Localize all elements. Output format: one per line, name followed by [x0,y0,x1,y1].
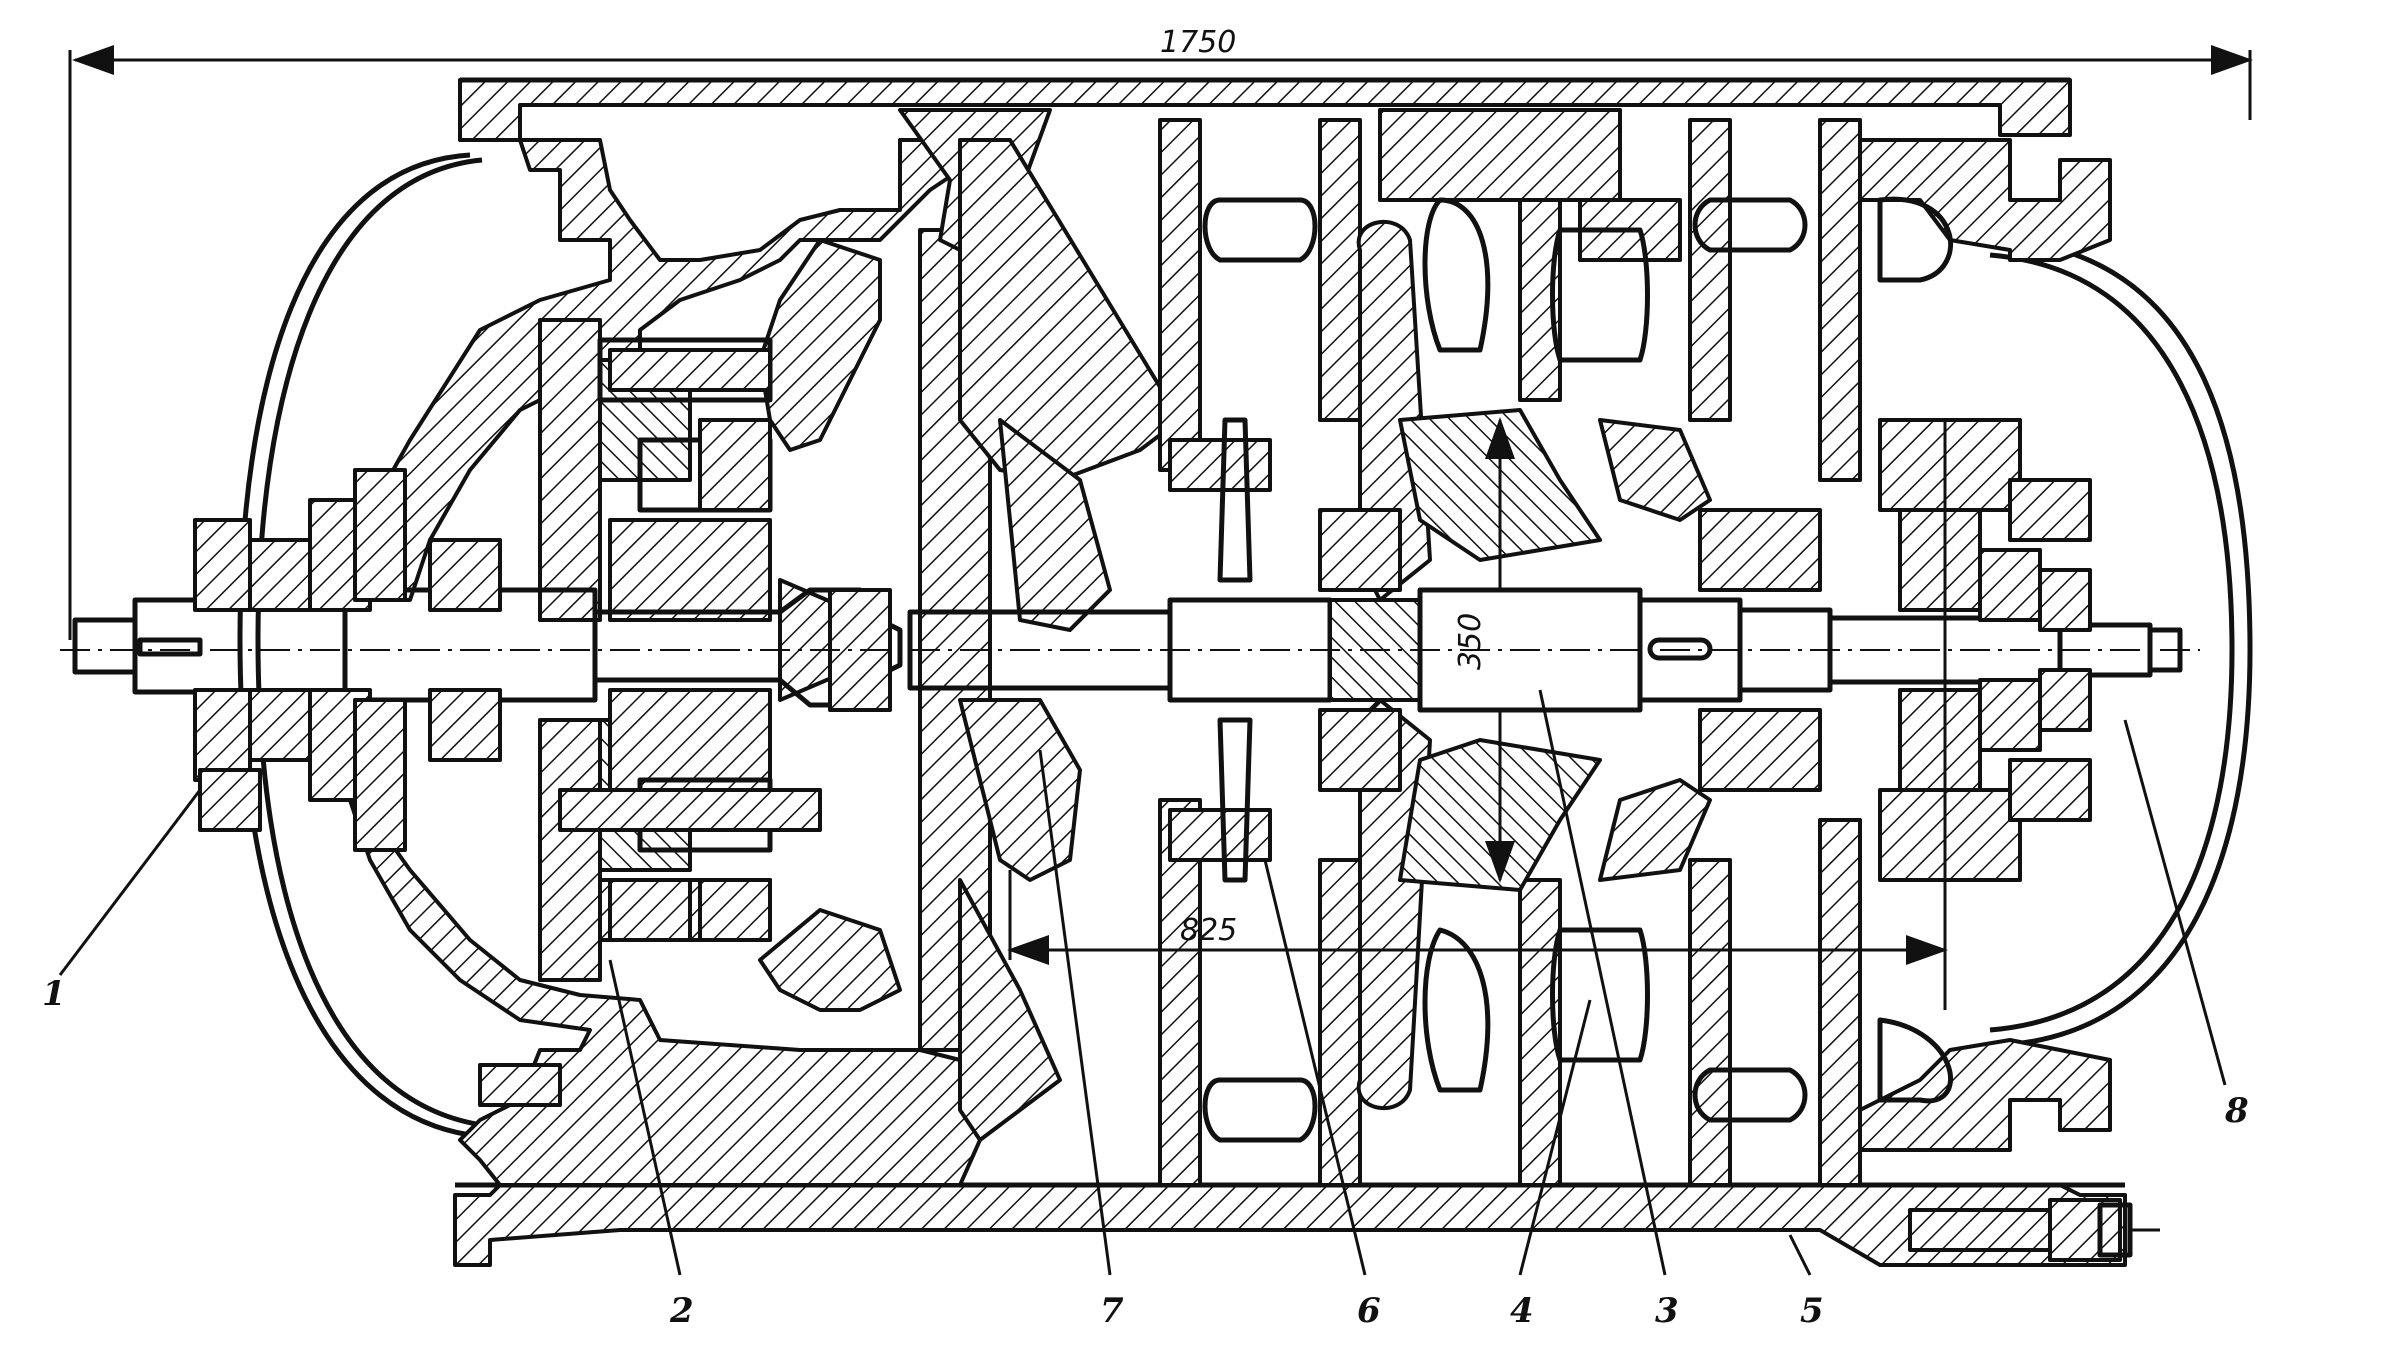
callout-3: 3 [1655,1291,1679,1331]
overall-length-label: 1750 [1160,25,1236,60]
callout-6: 6 [1357,1291,1381,1331]
callout-5: 5 [1800,1291,1824,1331]
overall-dimension: 1750 [68,25,2253,640]
base-frame [453,1182,2127,1267]
left-housing [338,108,1052,1187]
main-shaft: 350 [60,417,2200,883]
callout-8: 8 [2224,1091,2249,1131]
callout-7: 7 [1100,1291,1124,1331]
bottom-bolts [478,1063,2160,1262]
callout-1: 1 [42,974,66,1014]
left-end-cover [237,152,471,1138]
input-shaft [72,468,903,852]
right-end-cover [2004,237,2253,1048]
diameter-dimension: 825 [1007,420,1948,1010]
right-housing [1858,138,2112,1152]
callout-4: 4 [1510,1291,1534,1331]
shaft-diameter-label: 350 [1453,613,1488,670]
callout-2: 2 [669,1291,694,1331]
callouts: 1 2 7 6 4 3 5 8 [42,689,2249,1331]
diameter-825-label: 825 [1180,913,1237,948]
planetary-gearbox [538,318,882,982]
